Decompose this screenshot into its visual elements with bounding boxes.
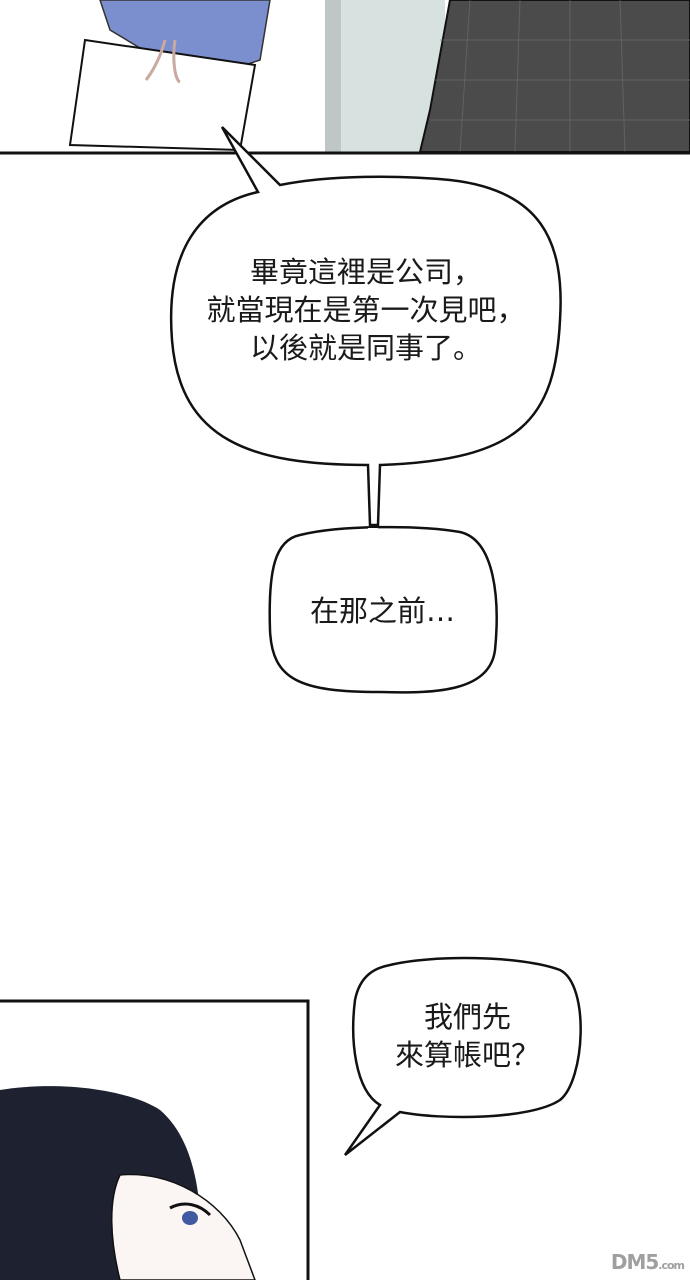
bubble-1-text: 畢竟這裡是公司， 就當現在是第一次見吧， 以後就是同事了。 — [172, 253, 560, 367]
speech-bubble-2 — [268, 525, 498, 694]
bubble-2-text: 在那之前… — [270, 592, 495, 630]
dialogue-line: 來算帳吧？ — [394, 1038, 540, 1072]
plaid-suit — [418, 0, 690, 153]
dialogue-line: 我們先 — [423, 1000, 511, 1034]
face — [111, 1173, 256, 1280]
speech-bubble-1 — [169, 126, 562, 527]
watermark-suffix: .com — [658, 1259, 685, 1272]
eye — [169, 1202, 212, 1217]
dialogue-line: 畢竟這裡是公司， — [249, 255, 482, 289]
dialogue-line: 以後就是同事了。 — [249, 331, 482, 365]
speech-bubble-3 — [343, 956, 582, 1156]
bubble-3-text: 我們先 來算帳吧？ — [355, 998, 580, 1074]
watermark-main: DM5 — [610, 1250, 659, 1274]
top-panel — [0, 0, 690, 155]
window-background — [325, 0, 445, 152]
dialogue-line: 在那之前… — [309, 594, 455, 628]
bottom-panel — [0, 999, 310, 1280]
dialogue-line: 就當現在是第一次見吧， — [206, 293, 526, 327]
iris — [182, 1211, 198, 1225]
hand — [144, 39, 181, 84]
watermark-logo: DM5.com — [610, 1250, 685, 1274]
